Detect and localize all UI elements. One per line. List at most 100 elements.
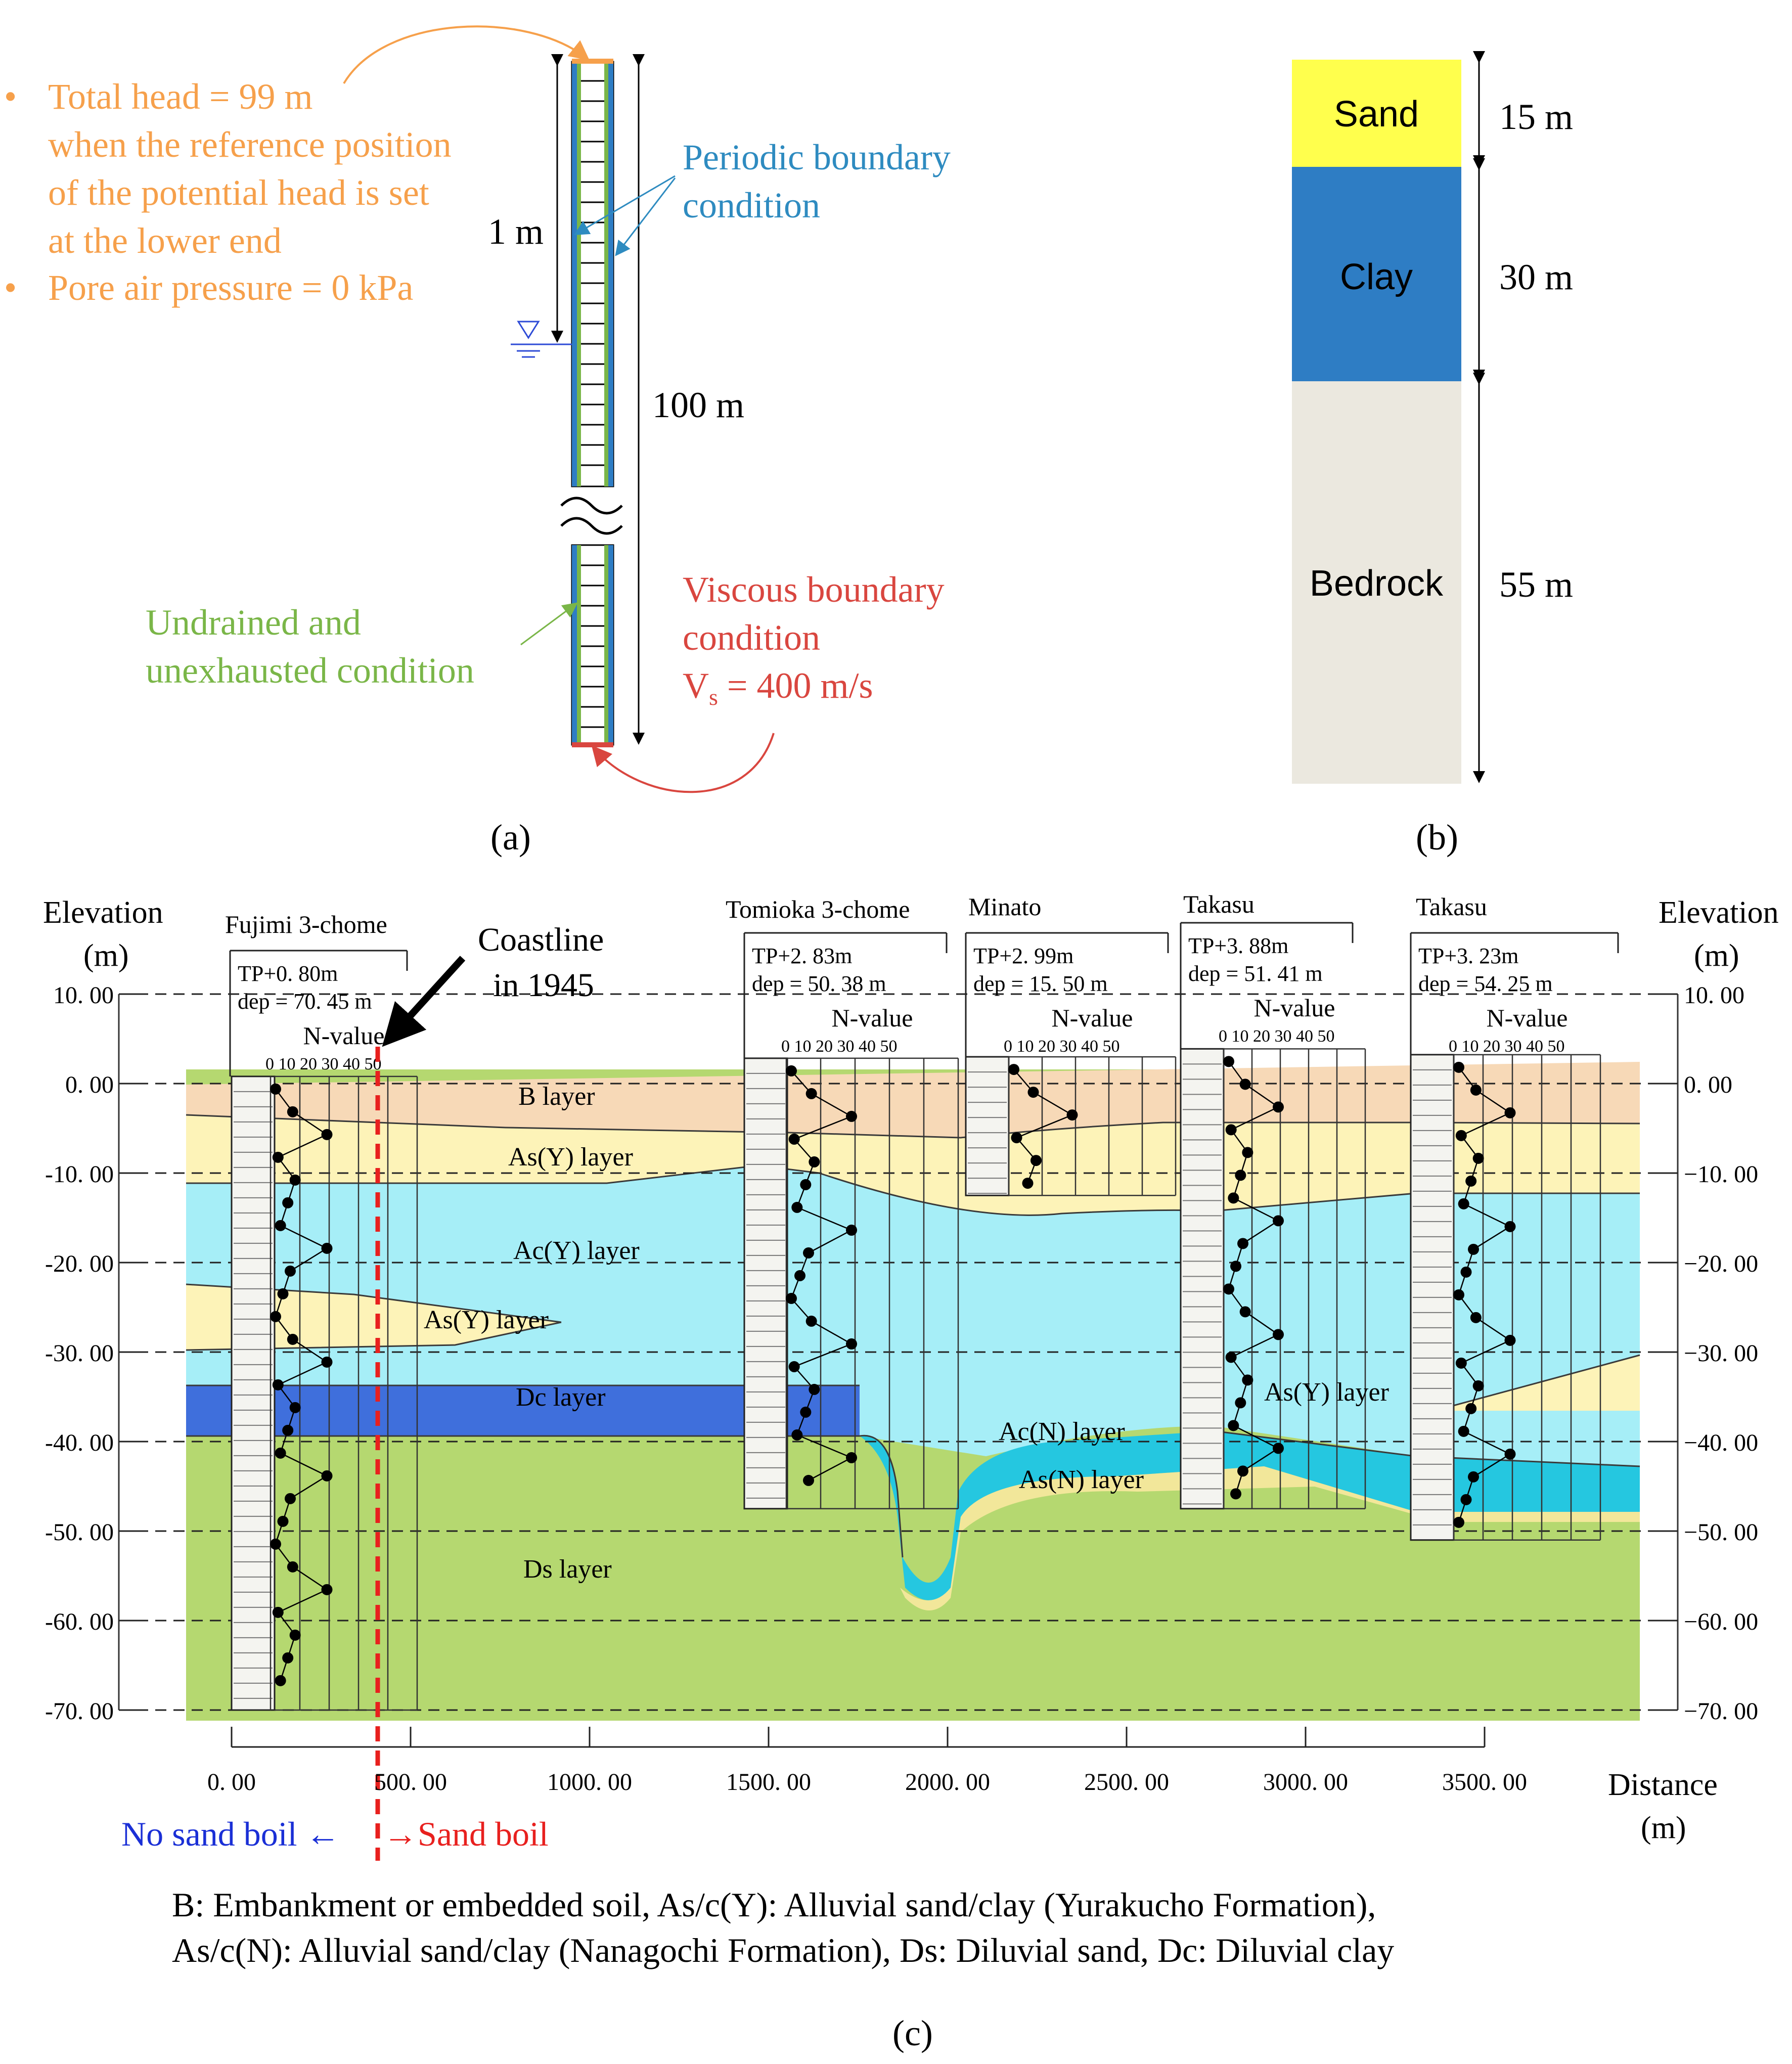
borehole-name: Fujimi 3-chome	[225, 910, 387, 938]
bedrock-layer	[1292, 381, 1461, 784]
sand-layer	[1292, 60, 1461, 167]
distance-tick-label: 2000. 00	[905, 1769, 990, 1796]
borehole-name: Minato	[968, 892, 1041, 921]
layer-labels: B layer As(Y) layer Ac(Y) layer As(Y) la…	[424, 1082, 1389, 1584]
geology-layers	[0, 1062, 1792, 1741]
borehole-log-column	[1180, 1048, 1225, 1510]
right-elevation-axis: 10. 000. 00−10. 00−20. 00−30. 00−40. 00−…	[1657, 982, 1758, 1725]
sand-layer-label: Sand	[1334, 94, 1419, 134]
sand-thickness-label: 15 m	[1499, 97, 1573, 137]
elevation-tick-label: −30. 00	[1684, 1340, 1758, 1367]
b-layer-label: B layer	[518, 1082, 595, 1111]
elevation-tick-label: 10. 00	[53, 982, 114, 1009]
n-value-label: N-value	[1253, 994, 1335, 1022]
b-layer	[186, 1062, 1640, 1138]
dc-layer-label: Dc layer	[516, 1383, 606, 1412]
bottom-boundary-arrow	[591, 733, 775, 793]
periodic-boundary-label: Periodic boundary	[683, 137, 951, 177]
borehole-name: Takasu	[1183, 890, 1255, 918]
dc-layer	[186, 1385, 860, 1436]
acn-layer-label: Ac(N) layer	[999, 1417, 1125, 1446]
borehole-name: Tomioka 3-chome	[726, 895, 910, 923]
asy-layer-upper	[186, 1115, 1640, 1216]
asy-layer-lower	[186, 1284, 561, 1350]
elevation-tick-label: -30. 00	[45, 1340, 114, 1367]
elevation-tick-label: -70. 00	[45, 1698, 114, 1725]
n-value-scale: 0 10 20 30 40 50	[1449, 1037, 1565, 1056]
elevation-tick-label: −20. 00	[1684, 1250, 1758, 1277]
periodic-arrow-left	[573, 175, 676, 236]
panel-b: Sand Clay Bedrock 15 m 30 m 55 m (b)	[1292, 51, 1573, 858]
n-value-scale: 0 10 20 30 40 50	[1219, 1027, 1335, 1046]
borehole-tp: TP+2. 99m	[973, 944, 1073, 968]
water-table-icon	[511, 321, 572, 358]
column-break-symbol	[560, 497, 623, 535]
acy-layer	[186, 1165, 1640, 1466]
left-axis-title: Elevation	[43, 895, 163, 930]
periodic-boundary-label: condition	[683, 185, 820, 226]
elevation-tick-label: −40. 00	[1684, 1429, 1758, 1456]
n-value-scale: 0 10 20 30 40 50	[265, 1055, 382, 1073]
clay-layer	[1292, 167, 1461, 381]
borehole-tp: TP+3. 88m	[1188, 933, 1288, 958]
undrained-label: Undrained and	[146, 602, 361, 643]
borehole-depth: dep = 50. 38 m	[752, 971, 886, 996]
borehole-tp: TP+2. 83m	[752, 944, 852, 968]
distance-tick-label: 2500. 00	[1084, 1769, 1169, 1796]
ds-layer-label: Ds layer	[523, 1555, 612, 1584]
left-elevation-axis: 10. 00 0. 00 -10. 00 -20. 00 -30. 00 -40. 00 -…	[45, 982, 139, 1725]
coastline-arrow	[382, 956, 466, 1047]
asy-layer-label: As(Y) layer	[508, 1143, 633, 1172]
coastline-label: in 1945	[493, 967, 594, 1004]
asy-layer-label-3: As(Y) layer	[1264, 1378, 1389, 1407]
panel-a: • Total head = 99 m when the reference p…	[4, 25, 951, 858]
vs-label: Vs = 400 m/s	[683, 665, 873, 710]
panel-c: 10. 00 0. 00 -10. 00 -20. 00 -30. 00 -40. 00 -…	[0, 890, 1792, 2053]
n-value-scale: 0 10 20 30 40 50	[781, 1037, 898, 1056]
soil-column-upper	[571, 59, 614, 487]
elevation-tick-label: −50. 00	[1684, 1519, 1758, 1546]
borehole-log-column	[965, 1056, 1010, 1196]
n-value-scale: 0 10 20 30 40 50	[1004, 1037, 1120, 1056]
distance-tick-label: 500. 00	[374, 1769, 447, 1796]
bullet-line: at the lower end	[48, 220, 282, 261]
n-value-label: N-value	[1486, 1004, 1567, 1032]
x-axis-title: Distance	[1608, 1768, 1718, 1802]
bullet-dot: •	[4, 267, 17, 308]
elevation-tick-label: -20. 00	[45, 1250, 114, 1277]
periodic-arrow-right	[615, 177, 676, 256]
n-value-label: N-value	[303, 1021, 384, 1050]
elevation-tick-label: -40. 00	[45, 1429, 114, 1456]
borehole-depth: dep = 54. 25 m	[1418, 971, 1553, 996]
borehole-depth: dep = 15. 50 m	[973, 971, 1108, 996]
mask-below-section	[0, 1721, 1792, 1741]
coastline-label: Coastline	[478, 921, 604, 958]
bullet-line: of the potential head is set	[48, 172, 429, 213]
distance-tick-label: 3000. 00	[1263, 1769, 1348, 1796]
legend-line: As/c(N): Alluvial sand/clay (Nanagochi F…	[172, 1931, 1394, 1969]
borehole-log-column	[743, 1057, 788, 1510]
elevation-tick-label: 0. 00	[65, 1071, 114, 1098]
elevation-tick-label: 0. 00	[1684, 1071, 1732, 1098]
viscous-boundary-label: condition	[683, 617, 820, 658]
dimension-1m-label: 1 m	[488, 211, 544, 252]
bullet-dot: •	[4, 76, 17, 117]
soil-column-lower	[571, 544, 614, 747]
n-value-label: N-value	[831, 1004, 913, 1032]
elevation-tick-label: −70. 00	[1684, 1698, 1758, 1725]
clay-layer-label: Clay	[1340, 257, 1413, 297]
sand-boil-label: →Sand boil	[383, 1815, 549, 1853]
borehole-depth: dep = 70. 45 m	[238, 989, 372, 1014]
top-boundary-arrow	[343, 25, 590, 84]
n-value-label: N-value	[1051, 1004, 1133, 1032]
distance-tick-label: 1500. 00	[726, 1769, 811, 1796]
right-axis-title: Elevation	[1659, 895, 1779, 930]
asy-layer-label-2: As(Y) layer	[424, 1306, 549, 1334]
elevation-tick-label: -10. 00	[45, 1161, 114, 1188]
borehole-depth: dep = 51. 41 m	[1188, 961, 1323, 986]
